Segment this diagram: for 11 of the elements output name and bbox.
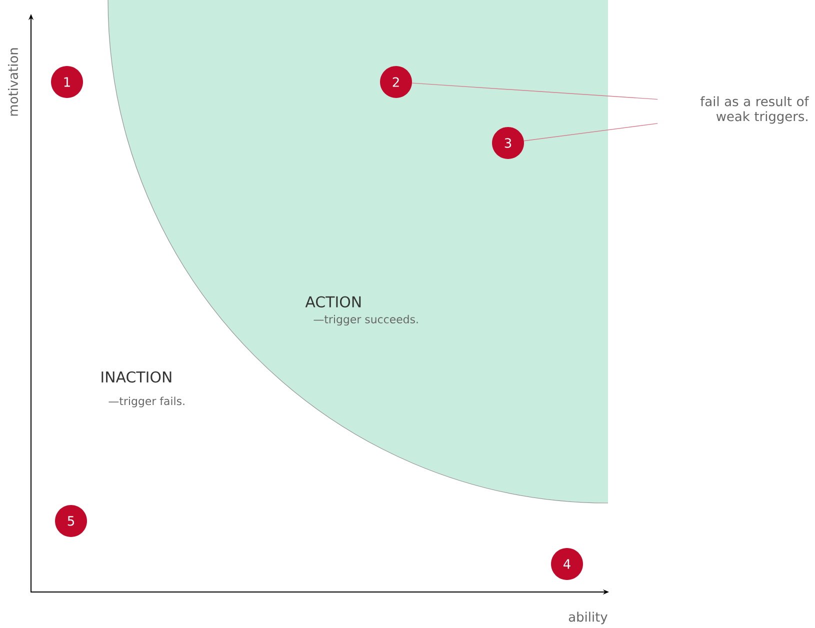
leader-line — [524, 123, 658, 142]
number-badge: 1 — [51, 66, 83, 98]
number-badge: 5 — [55, 505, 87, 537]
axis-label: ability — [568, 612, 608, 624]
leader-line — [412, 82, 658, 100]
number-badge: 2 — [380, 66, 412, 98]
region-caption: —trigger fails. — [108, 396, 184, 408]
annotation-text: fail as a result of weak triggers. — [700, 96, 810, 124]
number-badge: 4 — [551, 548, 583, 580]
axis-label: motivation — [8, 48, 18, 116]
number-badge: 3 — [492, 127, 524, 159]
